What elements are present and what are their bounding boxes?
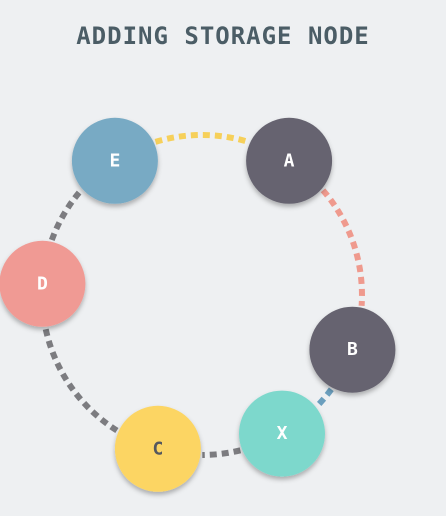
node-c-circle <box>114 405 201 492</box>
node-e-circle <box>71 117 158 204</box>
node-x-label: X <box>277 423 288 444</box>
ring-links <box>42 132 365 458</box>
link-a-b <box>320 188 365 307</box>
node-c: C <box>114 405 201 492</box>
node-a-circle <box>246 117 333 204</box>
node-a: A <box>246 117 333 204</box>
node-b-circle <box>309 306 396 393</box>
node-d-circle <box>0 240 86 327</box>
node-c-label: C <box>152 438 163 459</box>
node-x: X <box>239 390 325 477</box>
link-c-d <box>42 327 119 434</box>
node-e: E <box>71 117 158 204</box>
link-e-a <box>154 132 250 145</box>
node-d: D <box>0 240 86 327</box>
node-x-circle <box>239 390 325 477</box>
link-d-e <box>48 188 84 242</box>
link-b-x <box>315 387 334 408</box>
node-e-label: E <box>109 150 120 171</box>
diagram-title: ADDING STORAGE NODE <box>76 22 370 50</box>
ring-nodes: A B X C D E <box>0 117 396 492</box>
node-b-label: B <box>347 339 358 360</box>
link-x-c <box>202 447 242 458</box>
node-d-label: D <box>37 273 48 294</box>
node-b: B <box>309 306 396 393</box>
node-a-label: A <box>284 150 295 171</box>
